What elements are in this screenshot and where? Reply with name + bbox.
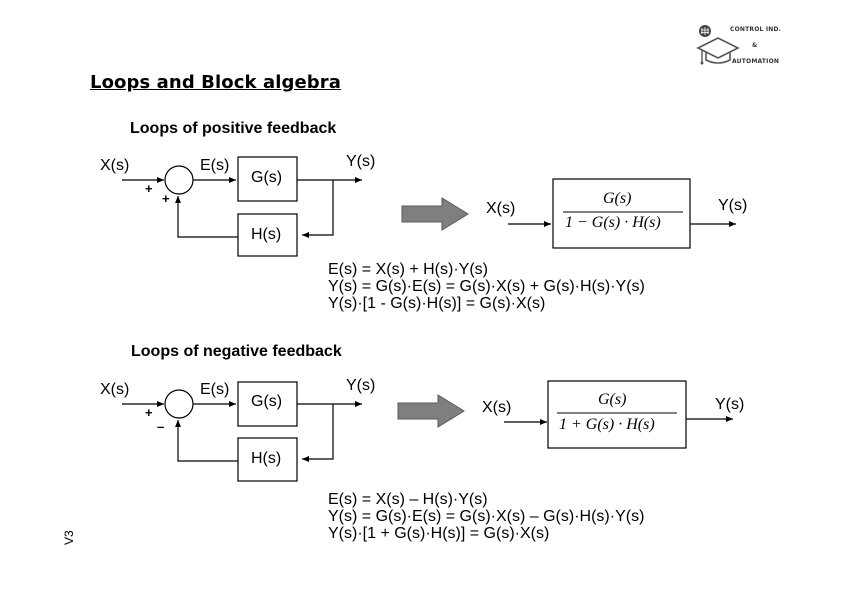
positive-transform-arrow bbox=[401, 197, 469, 231]
negative-feedback-heading: Loops of negative feedback bbox=[131, 343, 342, 360]
negative-eq-numerator: G(s) bbox=[598, 391, 627, 408]
positive-equation-1: E(s) = X(s) + H(s)·Y(s) bbox=[328, 261, 488, 278]
negative-input-sign: + bbox=[145, 405, 153, 420]
positive-equation-3: Y(s)·[1 - G(s)·H(s)] = G(s)·X(s) bbox=[328, 295, 546, 312]
logo-line-3: AUTOMATION bbox=[732, 58, 780, 65]
positive-eq-denominator: 1 − G(s) · H(s) bbox=[565, 214, 661, 231]
positive-feedback-path-left bbox=[175, 196, 238, 238]
version-label: V3 bbox=[62, 530, 76, 545]
negative-equation-3: Y(s)·[1 + G(s)·H(s)] = G(s)·X(s) bbox=[328, 525, 550, 542]
negative-eq-output-label: Y(s) bbox=[715, 396, 745, 413]
logo-line-2: & bbox=[752, 42, 758, 49]
negative-summing-junction bbox=[164, 389, 194, 419]
positive-eq-output-label: Y(s) bbox=[718, 197, 748, 214]
graduation-cap-icon bbox=[696, 25, 740, 65]
negative-feedback-path-left bbox=[175, 420, 238, 462]
negative-g-label: G(s) bbox=[251, 393, 283, 410]
negative-transform-arrow bbox=[397, 394, 465, 428]
positive-eq-numerator: G(s) bbox=[603, 190, 632, 207]
positive-error-label: E(s) bbox=[200, 157, 230, 174]
positive-summing-junction bbox=[164, 165, 194, 195]
positive-eq-input-label: X(s) bbox=[486, 200, 516, 217]
positive-feedback-heading: Loops of positive feedback bbox=[130, 120, 337, 137]
negative-output-label: Y(s) bbox=[346, 377, 376, 394]
positive-feedback-sign: + bbox=[162, 191, 170, 206]
negative-feedback-path-right bbox=[302, 404, 334, 462]
logo-line-1: CONTROL IND. bbox=[730, 26, 782, 33]
negative-equation-2: Y(s) = G(s)·E(s) = G(s)·X(s) – G(s)·H(s)… bbox=[328, 508, 645, 525]
negative-eq-input-label: X(s) bbox=[482, 399, 512, 416]
positive-h-label: H(s) bbox=[251, 226, 282, 243]
negative-equation-1: E(s) = X(s) – H(s)·Y(s) bbox=[328, 491, 488, 508]
positive-output-label: Y(s) bbox=[346, 153, 376, 170]
logo: CONTROL IND. & AUTOMATION bbox=[696, 22, 796, 70]
positive-input-label: X(s) bbox=[100, 157, 130, 174]
positive-equation-2: Y(s) = G(s)·E(s) = G(s)·X(s) + G(s)·H(s)… bbox=[328, 278, 645, 295]
negative-h-label: H(s) bbox=[251, 450, 282, 467]
positive-equations: E(s) = X(s) + H(s)·Y(s) Y(s) = G(s)·E(s)… bbox=[328, 261, 645, 312]
page-title: Loops and Block algebra bbox=[90, 72, 341, 93]
negative-eq-denominator: 1 + G(s) · H(s) bbox=[559, 416, 655, 433]
positive-feedback-path-right bbox=[302, 180, 334, 238]
negative-input-label: X(s) bbox=[100, 381, 130, 398]
negative-feedback-sign: – bbox=[157, 419, 165, 434]
positive-input-sign: + bbox=[145, 181, 153, 196]
positive-g-label: G(s) bbox=[251, 169, 283, 186]
negative-error-label: E(s) bbox=[200, 381, 230, 398]
negative-equations: E(s) = X(s) – H(s)·Y(s) Y(s) = G(s)·E(s)… bbox=[328, 491, 644, 542]
